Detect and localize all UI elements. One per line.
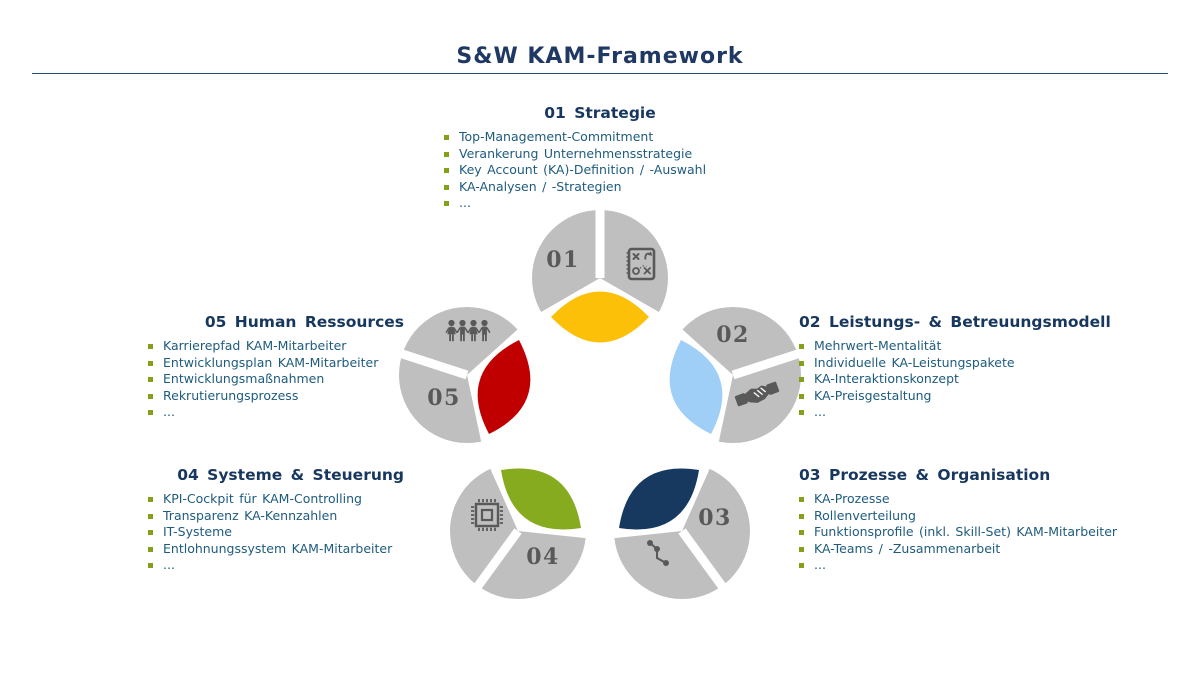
list-item: ... (799, 557, 1117, 574)
segment-group-01: 01 (526, 202, 674, 363)
people-group-icon (445, 319, 491, 342)
list-item: ... (799, 404, 1111, 421)
bullet-square (799, 360, 804, 366)
list-item: Top-Management-Commitment (444, 129, 770, 146)
section-heading-05: 05 Human Ressources (204, 313, 404, 331)
segment-group-03: 03 (597, 445, 750, 599)
title-divider (32, 73, 1168, 74)
petal-02 (669, 340, 723, 434)
list-item: Key Account (KA)-Definition / -Auswahl (444, 162, 770, 179)
bullet-square (444, 151, 449, 157)
list-item: Individuelle KA-Leistungspakete (799, 355, 1111, 372)
list-item: ... (148, 557, 404, 574)
bullet-square (799, 546, 804, 552)
list-item: KA-Prozesse (799, 491, 1117, 508)
segment-gap-05 (393, 347, 469, 380)
bullet-square (799, 513, 804, 519)
list-item: IT-Systeme (148, 524, 404, 541)
bullet-square (444, 201, 449, 207)
section-heading-03: 03 Prozesse & Organisation (799, 466, 1051, 484)
bullet-list-01: Top-Management-Commitment Verankerung Un… (444, 129, 770, 212)
segment-number-03: 03 (698, 505, 732, 531)
segment-group-05: 05 (393, 307, 553, 459)
segment-number-04: 04 (526, 544, 560, 570)
bullet-square (148, 530, 153, 536)
bullet-square (799, 410, 804, 416)
list-item: Rollenverteilung (799, 508, 1117, 525)
segment-gap-03 (678, 528, 731, 596)
list-item: KA-Analysen / -Strategien (444, 179, 770, 196)
segment-group-02: 02 (647, 307, 807, 459)
bullet-square (148, 546, 153, 552)
petal-03 (619, 468, 699, 530)
bullet-square (148, 344, 153, 349)
list-item: Entwicklungsplan KAM-Mitarbeiter (148, 355, 404, 372)
section-strategie: 01 Strategie Top-Management-Commitment V… (430, 104, 770, 212)
bullet-square (444, 184, 449, 190)
list-item: KA-Preisgestaltung (799, 388, 1111, 405)
petal-01 (551, 291, 649, 343)
list-item: Karrierepfad KAM-Mitarbeiter (148, 338, 404, 355)
bullet-square (799, 344, 804, 349)
list-item: Funktionsprofile (inkl. Skill-Set) KAM-M… (799, 524, 1117, 541)
section-systeme: 04 Systeme & Steuerung KPI-Cockpit für K… (145, 466, 404, 574)
bullet-list-05: Karrierepfad KAM-Mitarbeiter Entwicklung… (148, 338, 404, 421)
bullet-square (799, 377, 804, 383)
petal-04 (501, 468, 581, 530)
bullet-square (799, 393, 804, 399)
list-item: KPI-Cockpit für KAM-Controlling (148, 491, 404, 508)
segment-gap-02 (731, 347, 807, 380)
list-item: KA-Interaktionskonzept (799, 371, 1111, 388)
bullet-list-03: KA-Prozesse Rollenverteilung Funktionspr… (799, 491, 1117, 574)
segment-number-02: 02 (716, 322, 750, 348)
cpu-chip-icon (471, 499, 503, 531)
list-item: Transparenz KA-Kennzahlen (148, 508, 404, 525)
bullet-square (148, 513, 153, 519)
bullet-square (799, 497, 804, 502)
segment-number-01: 01 (546, 247, 580, 273)
bullet-square (148, 497, 153, 502)
section-human-ressources: 05 Human Ressources Karrierepfad KAM-Mit… (145, 313, 404, 421)
bullet-square (148, 410, 153, 416)
list-item: Verankerung Unternehmensstrategie (444, 146, 770, 163)
list-item: Mehrwert-Mentalität (799, 338, 1111, 355)
section-leistungsmodell: 02 Leistungs- & Betreuungsmodell Mehrwer… (799, 313, 1111, 421)
process-flow-icon (647, 540, 669, 566)
segment-number-05: 05 (427, 385, 461, 411)
strategy-icon (626, 247, 656, 281)
bullet-square (148, 393, 153, 399)
bullet-square (799, 563, 804, 569)
section-heading-04: 04 Systeme & Steuerung (177, 466, 404, 484)
bullet-square (799, 530, 804, 536)
bullet-square (148, 563, 153, 569)
list-item: ... (444, 195, 770, 212)
section-heading-02: 02 Leistungs- & Betreuungsmodell (799, 313, 1111, 331)
bullet-square (148, 360, 153, 366)
list-item: Entlohnungssystem KAM-Mitarbeiter (148, 541, 404, 558)
handshake-icon (734, 381, 780, 407)
bullet-list-04: KPI-Cockpit für KAM-Controlling Transpar… (148, 491, 404, 574)
bullet-square (148, 377, 153, 383)
bullet-square (444, 135, 449, 140)
bullet-list-02: Mehrwert-Mentalität Individuelle KA-Leis… (799, 338, 1111, 421)
bullet-square (444, 168, 449, 174)
list-item: Entwicklungsmaßnahmen (148, 371, 404, 388)
page-title: S&W KAM-Framework (456, 44, 744, 69)
segment-gap-04 (469, 528, 522, 596)
petal-05 (477, 340, 531, 434)
segment-group-04: 04 (450, 445, 603, 599)
list-item: Rekrutierungsprozess (148, 388, 404, 405)
section-prozesse: 03 Prozesse & Organisation KA-Prozesse R… (799, 466, 1117, 574)
list-item: ... (148, 404, 404, 421)
section-heading-01: 01 Strategie (544, 104, 656, 122)
list-item: KA-Teams / -Zusammenarbeit (799, 541, 1117, 558)
